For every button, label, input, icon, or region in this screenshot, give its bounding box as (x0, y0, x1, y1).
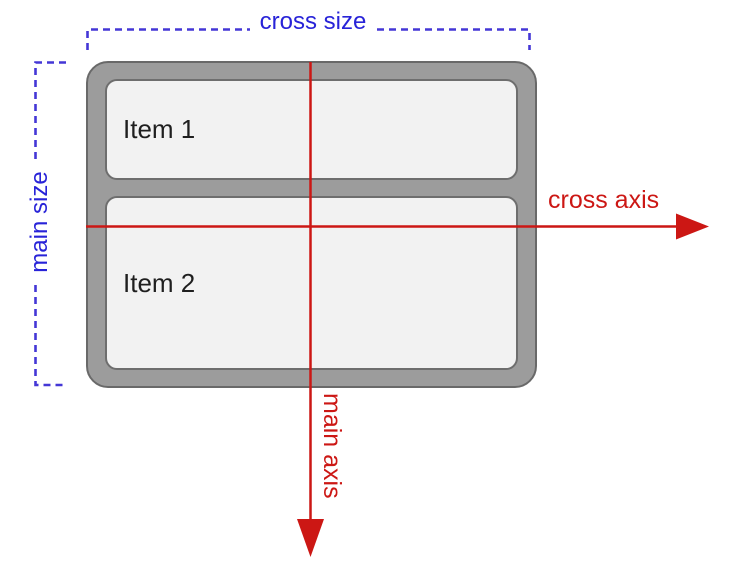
flex-item-1-label: Item 1 (123, 114, 196, 144)
cross-axis-arrowhead-icon (676, 213, 709, 240)
flex-container-box: Item 1 Item 2 (86, 61, 537, 388)
main-axis-label: main axis (318, 393, 346, 499)
flex-item-1: Item 1 (105, 79, 518, 180)
flex-item-2: Item 2 (105, 196, 518, 370)
main-axis-arrowhead-icon (297, 519, 324, 557)
flex-item-2-label: Item 2 (123, 267, 196, 298)
main-size-label: main size (26, 171, 53, 273)
cross-size-label: cross size (259, 8, 367, 35)
cross-axis-label: cross axis (548, 186, 660, 214)
